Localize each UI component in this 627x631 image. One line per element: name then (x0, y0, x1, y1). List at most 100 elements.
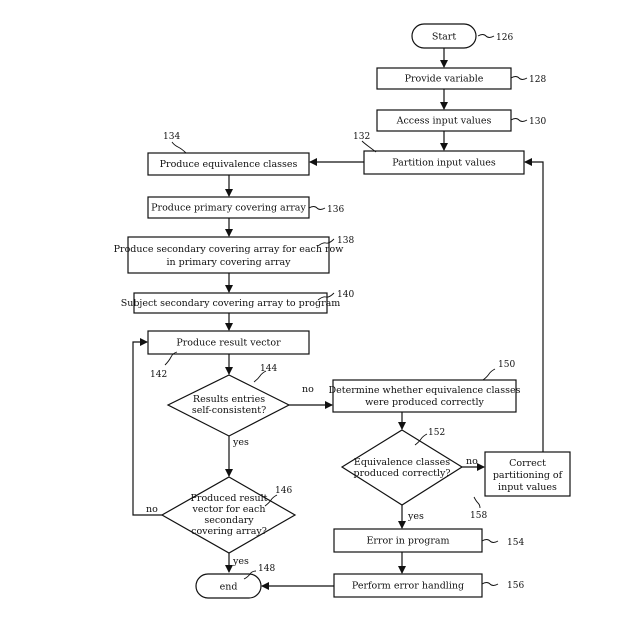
produce-equiv-label: Produce equivalence classes (160, 159, 298, 170)
node-produce-primary: Produce primary covering array (147, 196, 310, 219)
leader-132 (361, 140, 377, 153)
ref-130: 130 (529, 117, 546, 127)
determine-equiv-label-line2: were produced correctly (365, 397, 484, 408)
correct-partitioning-label-line1: Correct (509, 458, 546, 469)
leader-128 (510, 76, 528, 80)
partition-input-label: Partition input values (392, 158, 496, 169)
ref-136: 136 (327, 205, 344, 215)
ref-148: 148 (258, 564, 275, 574)
reference-leaders (164, 34, 528, 586)
leader-134 (171, 141, 187, 154)
leader-136 (308, 206, 326, 210)
ref-146: 146 (275, 486, 292, 496)
ref-134: 134 (163, 132, 180, 142)
leader-154 (481, 539, 499, 543)
node-decision-equiv-correct: Equivalence classes produced correctly? (340, 429, 464, 506)
decision-152-diamond (340, 429, 464, 506)
produce-result-box (147, 330, 310, 355)
edge-label-146-yes: yes (232, 556, 249, 567)
start-terminal (411, 23, 477, 49)
leader-144 (253, 370, 267, 383)
leader-140 (317, 292, 335, 301)
edge-label-152-yes: yes (407, 511, 424, 522)
node-correct-partitioning: Correct partitioning of input values (484, 451, 571, 497)
decision-146-diamond (160, 476, 297, 554)
leader-142 (164, 351, 178, 366)
error-handling-box (333, 573, 483, 598)
decision-146-label-line1: Produced result (191, 493, 268, 504)
access-input-box (376, 109, 512, 132)
subject-secondary-box (133, 292, 328, 314)
node-provide-variable: Provide variable (376, 67, 512, 90)
decision-146-label-line2: vector for each (192, 504, 266, 515)
ref-132: 132 (353, 132, 370, 142)
decision-152-label-line1: Equivalence classes (354, 457, 450, 468)
ref-126: 126 (496, 33, 513, 43)
node-subject-secondary: Subject secondary covering array to prog… (121, 292, 340, 314)
ref-156: 156 (507, 581, 524, 591)
access-input-label: Access input values (396, 116, 492, 127)
end-terminal (195, 573, 262, 599)
provide-variable-label: Provide variable (405, 74, 484, 85)
arrow-decision146-no-loop (132, 338, 162, 516)
produce-secondary-label-line1: Produce secondary covering array for eac… (114, 244, 344, 255)
node-determine-equiv: Determine whether equivalence classes we… (329, 379, 521, 413)
edge-label-146-no: no (146, 504, 158, 515)
decision-146-label-line3: secondary (204, 515, 254, 526)
decision-152-label-line2: produced correctly? (354, 468, 451, 479)
node-produce-result: Produce result vector (147, 330, 310, 355)
error-handling-label: Perform error handling (352, 581, 464, 592)
leader-156 (481, 582, 499, 586)
node-decision-results-consistent: Results entries self-consistent? (166, 374, 291, 437)
correct-partitioning-label-line2: partitioning of (493, 470, 564, 481)
leader-148 (243, 570, 257, 580)
leader-146 (264, 494, 278, 507)
node-decision-produced-result: Produced result vector for each secondar… (160, 476, 297, 554)
node-produce-equiv: Produce equivalence classes (147, 152, 310, 176)
node-error-handling: Perform error handling (333, 573, 483, 598)
ref-150: 150 (498, 360, 515, 370)
partition-input-box (363, 150, 525, 175)
provide-variable-box (376, 67, 512, 90)
node-partition-input: Partition input values (363, 150, 525, 175)
decision-146-label-line4: covering array? (191, 526, 267, 537)
ref-158: 158 (470, 511, 487, 521)
node-error-program: Error in program (333, 528, 483, 553)
leader-158 (473, 496, 481, 509)
determine-equiv-box (332, 379, 517, 413)
ref-144: 144 (260, 364, 277, 374)
produce-result-label: Produce result vector (176, 338, 281, 349)
error-program-label: Error in program (366, 536, 449, 547)
ref-152: 152 (428, 428, 445, 438)
node-start: Start (411, 23, 477, 49)
decision-144-diamond (166, 374, 291, 437)
leader-152 (414, 433, 428, 446)
produce-secondary-box (127, 236, 330, 274)
produce-secondary-label-line2: in primary covering array (166, 257, 291, 268)
correct-partitioning-label-line3: input values (498, 482, 557, 493)
determine-equiv-label-line1: Determine whether equivalence classes (329, 385, 521, 396)
node-produce-secondary: Produce secondary covering array for eac… (114, 236, 344, 274)
node-end: end (195, 573, 262, 599)
ref-154: 154 (507, 538, 524, 548)
ref-128: 128 (529, 75, 546, 85)
flow-connectors (132, 48, 544, 590)
edge-label-144-no: no (302, 384, 314, 395)
edge-label-152-no: no (466, 456, 478, 467)
decision-144-label-line1: Results entries (193, 394, 265, 405)
ref-138: 138 (337, 236, 354, 246)
end-label: end (220, 582, 238, 593)
leader-126 (477, 34, 495, 38)
decision-144-label-line2: self-consistent? (192, 405, 266, 416)
ref-142: 142 (150, 370, 167, 380)
ref-140: 140 (337, 290, 354, 300)
leader-138 (317, 238, 335, 247)
produce-equiv-box (147, 152, 310, 176)
produce-primary-label: Produce primary covering array (151, 203, 306, 214)
node-access-input: Access input values (376, 109, 512, 132)
correct-partitioning-box (484, 451, 571, 497)
arrow-correct-to-partition (524, 158, 544, 452)
edge-label-144-yes: yes (232, 437, 249, 448)
leader-150 (482, 368, 496, 381)
